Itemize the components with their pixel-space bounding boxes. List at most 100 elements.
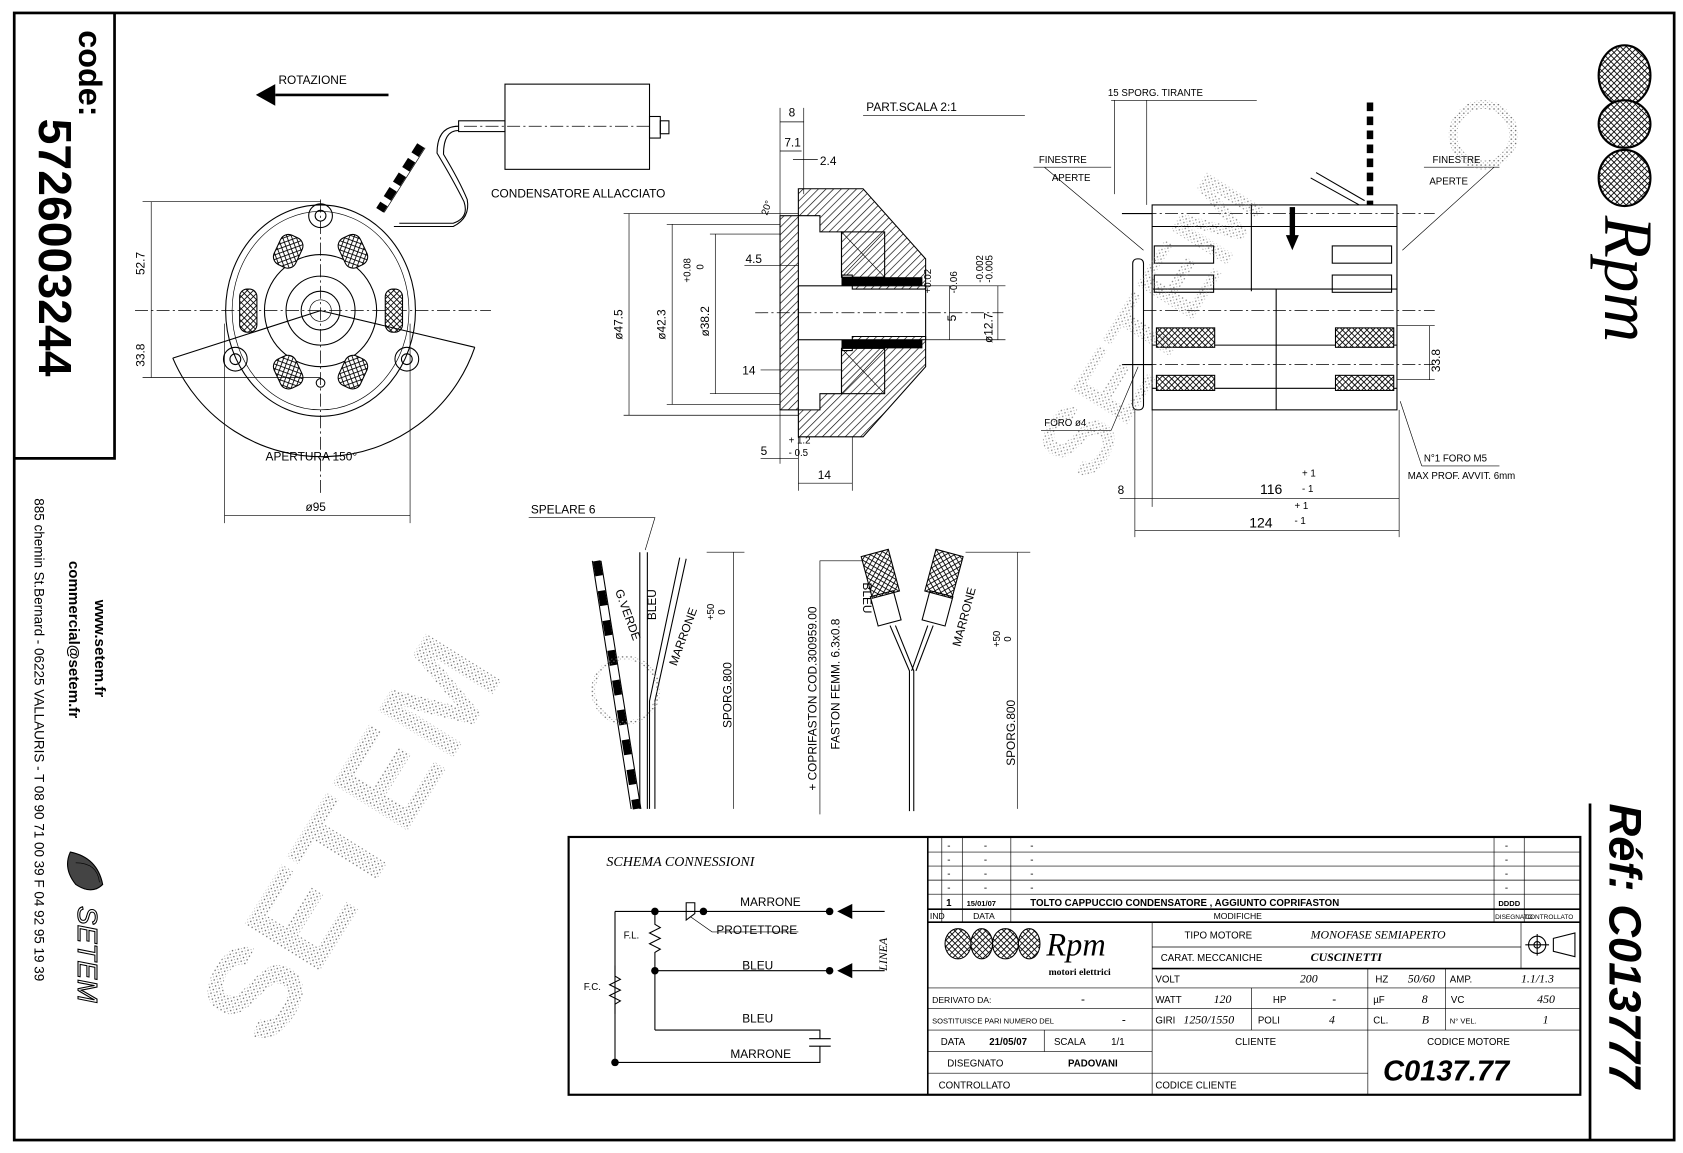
tol-38-2-upper: +0.08 [682, 258, 693, 283]
schema-fc: F.C. [584, 982, 601, 993]
svg-text:-: - [1030, 855, 1033, 866]
hz-value: 50/60 [1408, 972, 1435, 986]
copyright-watermark-icon [1448, 100, 1518, 170]
opening-label: APERTURA 150° [266, 450, 358, 464]
svg-text:-: - [984, 883, 987, 894]
svg-text:1: 1 [946, 898, 952, 909]
svg-text:-: - [984, 855, 987, 866]
watermark-side: SETEM [1015, 155, 1285, 496]
amp-value: 1.1/1.3 [1521, 972, 1554, 986]
detail-section: PART.SCALA 2:1 8 7.1 2.4 20° ø47.5 ø42.3… [612, 100, 1025, 491]
dim-4-5: 4.5 [746, 252, 763, 266]
hp-label: HP [1273, 995, 1286, 1006]
schema-marrone-top: MARRONE [740, 895, 801, 909]
website: www.setem.fr [91, 599, 108, 698]
rpm-brand: Rpm [1590, 215, 1667, 343]
data-value: 21/05/07 [989, 1037, 1027, 1048]
tol-12-7-lower: -0.005 [985, 255, 996, 282]
svg-text:-: - [1030, 841, 1033, 852]
tol-116-upper: + 1 [1302, 469, 1316, 480]
revision-row: ---- [947, 869, 1508, 880]
title-logo-brand: Rpm [1045, 927, 1105, 963]
tol-5-lower: - 0.5 [789, 448, 808, 459]
cl-label: CL. [1373, 1016, 1388, 1027]
header-disegnato: DISEGNATO [1495, 914, 1533, 921]
setem-logo-icon [66, 851, 104, 891]
carat-label: CARAT. MECCANICHE [1161, 953, 1263, 964]
windows-right-label-1: FINESTRE [1433, 155, 1481, 166]
watt-value: 120 [1214, 992, 1232, 1006]
schema-title: SCHEMA CONNESSIONI [606, 855, 755, 870]
windows-left-label-1: FINESTRE [1039, 155, 1087, 166]
wire-label-gverde: G.VERDE [612, 587, 643, 642]
tol-116-lower: - 1 [1302, 484, 1313, 495]
hp-value: - [1332, 992, 1336, 1006]
svg-text:-: - [947, 855, 950, 866]
disegnato-label: DISEGNATO [947, 1059, 1004, 1070]
poli-label: POLI [1258, 1016, 1280, 1027]
svg-text:15/01/07: 15/01/07 [967, 899, 996, 908]
codice-cliente-label: CODICE CLIENTE [1155, 1080, 1237, 1091]
capacitor-label: CONDENSATORE ALLACCIATO [491, 186, 665, 200]
tol-shaft-lower: -0.06 [949, 271, 960, 293]
wire-label-bleu: BLEU [645, 589, 659, 620]
svg-text:-: - [1505, 869, 1508, 880]
dim-124: 124 [1249, 514, 1273, 530]
codice-motore-value: C0137.77 [1383, 1056, 1511, 1088]
front-view: ROTAZIONE CONDENSATORE ALLACCIATO [134, 73, 670, 524]
dim-14-b: 14 [818, 468, 832, 482]
rpm-title-logo-icon [944, 928, 1041, 960]
derivato-value: - [1081, 992, 1085, 1006]
disegnato-value: PADOVANI [1068, 1059, 1118, 1070]
header-modifiche: MODIFICHE [1214, 911, 1263, 921]
sostituisce-label: SOSTITUISCE PARI NUMERO DEL [932, 1017, 1054, 1026]
vc-label: VC [1451, 995, 1464, 1006]
title-logo-sub: motori elettrici [1049, 967, 1111, 978]
svg-text:-: - [1505, 883, 1508, 894]
svg-text:-: - [1505, 855, 1508, 866]
dim-diameter-95: ø95 [305, 500, 326, 514]
wire-label-marrone-faston: MARRONE [950, 586, 979, 648]
sostituisce-value: - [1122, 1013, 1126, 1027]
uf-value: 8 [1422, 992, 1428, 1006]
tipo-value: MONOFASE SEMIAPERTO [1310, 927, 1446, 941]
detail-scale-title: PART.SCALA 2:1 [866, 100, 957, 114]
tol-124-lower: - 1 [1295, 516, 1306, 527]
schema-protector: PROTETTORE [716, 923, 797, 937]
dim-47-5: ø47.5 [612, 309, 626, 340]
cl-value: B [1422, 1013, 1429, 1027]
leads-faston: + COPRIFASTON COD.300959.00 FASTON FEMM.… [806, 548, 1031, 815]
nvel-value: 1 [1543, 1013, 1549, 1027]
dim-12-7: ø12.7 [982, 313, 996, 343]
svg-text:TOLTO CAPPUCCIO CONDENSATORE ,: TOLTO CAPPUCCIO CONDENSATORE , AGGIUNTO … [1030, 898, 1339, 909]
tipo-label: TIPO MOTORE [1184, 930, 1252, 941]
dim-116: 116 [1260, 481, 1283, 497]
svg-text:-: - [947, 841, 950, 852]
tol-12-7-upper: -0.002 [975, 255, 986, 282]
giri-value: 1250/1550 [1183, 1013, 1234, 1027]
tol-5-upper: + 1.2 [789, 435, 811, 446]
dim-5: 5 [761, 444, 768, 458]
protector-icon [685, 902, 696, 922]
connection-schema: SCHEMA CONNESSIONI MARRONE PROTETTORE BL… [584, 855, 890, 1067]
side-view: 15 SPORG. TIRANTE FINESTRE APERTE FINEST… [1033, 88, 1515, 538]
scala-value: 1/1 [1111, 1037, 1124, 1048]
dim-42-3: ø42.3 [655, 309, 669, 340]
capacitor [504, 83, 651, 170]
svg-text:-: - [984, 869, 987, 880]
watt-label: WATT [1155, 995, 1181, 1006]
svg-text:-: - [1030, 883, 1033, 894]
dim-14-a: 14 [742, 363, 756, 377]
windows-left-label-2: APERTE [1052, 173, 1091, 184]
svg-text:-: - [1505, 841, 1508, 852]
length-label: SPORG.800 [720, 662, 734, 728]
dim-8-side: 8 [1118, 483, 1125, 497]
email: commercial@setem.fr [65, 561, 82, 718]
volt-value: 200 [1300, 972, 1318, 986]
cliente-label: CLIENTE [1235, 1037, 1276, 1048]
watermark: SETEM [171, 612, 529, 1066]
svg-text:-: - [947, 883, 950, 894]
revision-row: ---- [947, 883, 1508, 894]
schema-bleu-mid: BLEU [742, 959, 773, 973]
angle-20: 20° [760, 199, 775, 217]
